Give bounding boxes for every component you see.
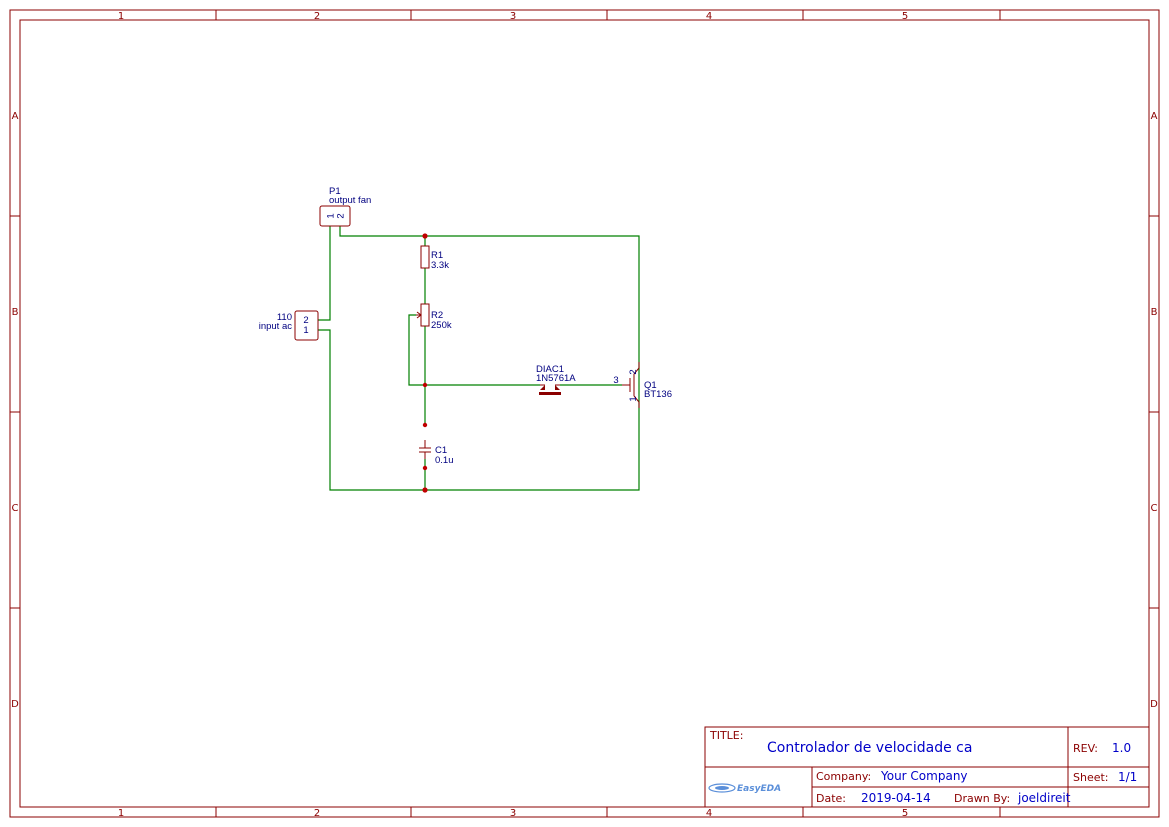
col-label-4-bottom: 4 — [706, 808, 712, 819]
drawing-frame: 1 2 3 4 5 1 2 3 4 5 A B C D A B C D — [9, 9, 1160, 819]
easyeda-logo-icon: EasyEDA — [708, 783, 781, 794]
drawn-by-label: Drawn By: — [954, 792, 1010, 805]
row-label-a-right: A — [1151, 111, 1158, 122]
input-pin-2: 2 — [303, 315, 308, 326]
connector-p1[interactable]: 1 2 P1 output fan — [319, 186, 371, 227]
row-label-c-right: C — [1151, 503, 1158, 514]
diac-value: 1N5761A — [536, 373, 576, 384]
col-label-1-top: 1 — [118, 11, 124, 22]
q1-pin-2: 2 — [628, 369, 639, 374]
wire-main-loop — [318, 226, 640, 491]
col-label-4-top: 4 — [706, 11, 712, 22]
r1-value: 3.3k — [431, 260, 449, 271]
col-label-5-top: 5 — [902, 11, 908, 22]
p1-value: output fan — [329, 195, 371, 206]
q1-designator: Q1 — [644, 380, 657, 391]
col-label-5-bottom: 5 — [902, 808, 908, 819]
col-label-2-bottom: 2 — [314, 808, 320, 819]
triac-q1[interactable]: 3 2 1 Q1 BT136 — [613, 362, 672, 408]
diac-arrow-icon — [555, 385, 560, 390]
junction-dot — [422, 465, 428, 471]
drawn-by-value: joeldireit — [1017, 791, 1071, 805]
connector-input-body — [294, 310, 319, 341]
p1-pin-2: 2 — [336, 213, 347, 218]
potentiometer-r2-body — [420, 303, 430, 327]
wiper-arrow-icon — [416, 311, 422, 319]
company-label: Company: — [816, 770, 871, 783]
connector-input-ac[interactable]: 2 1 110 input ac — [259, 310, 319, 341]
diac-bar — [539, 392, 561, 395]
wire-p1-to-input — [318, 226, 331, 321]
wires — [318, 226, 640, 491]
col-label-1-bottom: 1 — [118, 808, 124, 819]
junction-dot — [422, 382, 428, 388]
schematic-title: Controlador de velocidade ca — [767, 740, 972, 756]
q1-pin-1: 1 — [628, 396, 639, 401]
col-label-3-bottom: 3 — [510, 808, 516, 819]
row-label-d-right: D — [1150, 699, 1158, 710]
outer-border — [9, 9, 1160, 818]
junction-dot — [422, 487, 428, 493]
p1-pin-1: 1 — [326, 213, 337, 218]
row-label-b-left: B — [12, 307, 19, 318]
q1-value: BT136 — [644, 389, 672, 400]
c1-value: 0.1u — [435, 455, 454, 466]
input-value: input ac — [259, 321, 293, 332]
date-label: Date: — [816, 792, 846, 805]
company-value: Your Company — [880, 769, 968, 783]
capacitor-c1[interactable]: C1 0.1u — [419, 440, 454, 466]
date-value: 2019-04-14 — [861, 791, 931, 805]
wire-wiper-diac — [408, 314, 540, 386]
col-label-3-top: 3 — [510, 11, 516, 22]
logo-text: EasyEDA — [737, 784, 781, 794]
input-pin-1: 1 — [303, 325, 308, 336]
resistor-r1[interactable]: R1 3.3k — [420, 245, 449, 271]
resistor-r1-body — [420, 245, 430, 269]
title-label: TITLE: — [709, 729, 743, 742]
title-block: TITLE: Controlador de velocidade ca REV:… — [704, 726, 1150, 808]
row-label-b-right: B — [1151, 307, 1158, 318]
junction-dot — [422, 233, 428, 239]
potentiometer-r2[interactable]: R2 250k — [416, 303, 452, 331]
row-label-d-left: D — [11, 699, 19, 710]
sheet-value: 1/1 — [1118, 770, 1137, 784]
sheet-label: Sheet: — [1073, 771, 1109, 784]
row-label-a-left: A — [12, 111, 19, 122]
c1-designator: C1 — [435, 445, 447, 456]
connector-p1-body — [319, 205, 351, 227]
r2-designator: R2 — [431, 310, 443, 321]
junctions — [422, 233, 428, 493]
diac-designator: DIAC1 — [536, 364, 564, 375]
r2-value: 250k — [431, 320, 452, 331]
junction-dot — [422, 422, 428, 428]
inner-border — [19, 19, 1150, 808]
rev-value: 1.0 — [1112, 741, 1131, 755]
diac-arrow-icon — [540, 385, 545, 390]
q1-pin-3: 3 — [613, 375, 618, 386]
diac-1[interactable]: DIAC1 1N5761A — [536, 364, 576, 395]
rev-label: REV: — [1073, 742, 1098, 755]
p1-designator: P1 — [329, 186, 341, 197]
input-designator: 110 — [277, 312, 292, 323]
row-label-c-left: C — [12, 503, 19, 514]
r1-designator: R1 — [431, 250, 443, 261]
col-label-2-top: 2 — [314, 11, 320, 22]
